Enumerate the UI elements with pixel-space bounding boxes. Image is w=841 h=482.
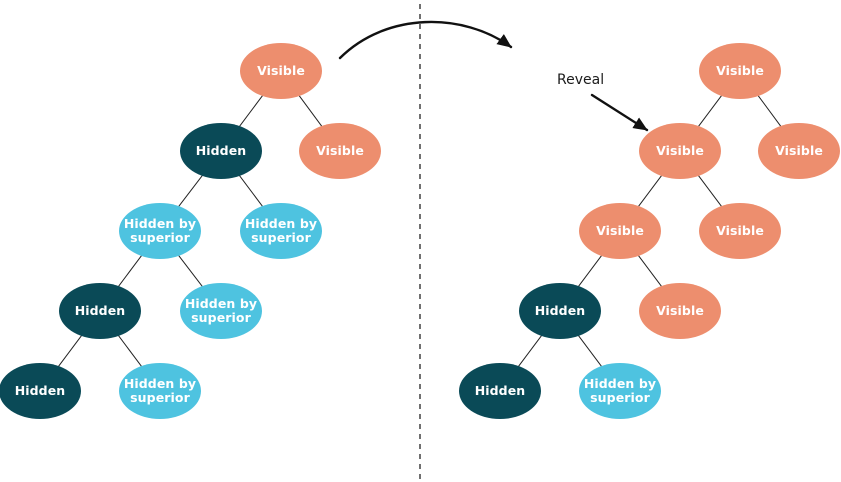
tree-node-hidden[interactable]: Hidden (180, 123, 262, 179)
curved-transition-arrow (338, 20, 513, 60)
tree-node-visible[interactable]: Visible (758, 123, 840, 179)
tree-edge (238, 174, 264, 208)
tree-node-label: Visible (716, 63, 764, 78)
tree-edge (177, 174, 204, 208)
tree-edge (577, 334, 603, 368)
tree-node-hidden[interactable]: Hidden (519, 283, 601, 339)
tree-node-hidden[interactable]: Hidden (459, 363, 541, 419)
tree-node-visible[interactable]: Visible (299, 123, 381, 179)
tree-node-hidden[interactable]: Hidden (59, 283, 141, 339)
tree-node-label: Hidden (14, 383, 66, 398)
tree-node-visible[interactable]: Visible (699, 43, 781, 99)
tree-node-label: Hidden (474, 383, 526, 398)
tree-edge (298, 94, 323, 128)
tree-node-label: Visible (316, 143, 364, 158)
tree-node-label: Hidden (74, 303, 126, 318)
tree-edge (517, 334, 543, 368)
tree-node-visible[interactable]: Visible (639, 123, 721, 179)
tree-node-visible[interactable]: Visible (639, 283, 721, 339)
tree-node-label: Visible (656, 303, 704, 318)
tree-edge (697, 94, 723, 128)
reveal-arrow (590, 93, 649, 132)
tree-node-label: Visible (596, 223, 644, 238)
tree-node-label: Visible (656, 143, 704, 158)
tree-node-label: Visible (775, 143, 823, 158)
tree-node-label: Visible (716, 223, 764, 238)
tree-edge (238, 94, 264, 128)
tree-node-label: Hidden (195, 143, 247, 158)
tree-edge (577, 254, 603, 288)
reveal-annotation-label: Reveal (557, 72, 605, 88)
tree-node-hidden[interactable]: Hidden (0, 363, 81, 419)
tree-edge (177, 254, 204, 288)
tree-node-label: Hidden (534, 303, 586, 318)
tree-node-label: Visible (257, 63, 305, 78)
tree-node-visible[interactable]: Visible (699, 203, 781, 259)
tree-edge (637, 254, 663, 288)
tree-node-visible[interactable]: Visible (579, 203, 661, 259)
tree-edge (757, 94, 782, 128)
tree-node-visible[interactable]: Visible (240, 43, 322, 99)
tree-edge (117, 254, 143, 288)
tree-edge (117, 334, 143, 368)
tree-edge (637, 174, 663, 208)
tree-edge (57, 334, 83, 368)
tree-edge (697, 174, 723, 208)
